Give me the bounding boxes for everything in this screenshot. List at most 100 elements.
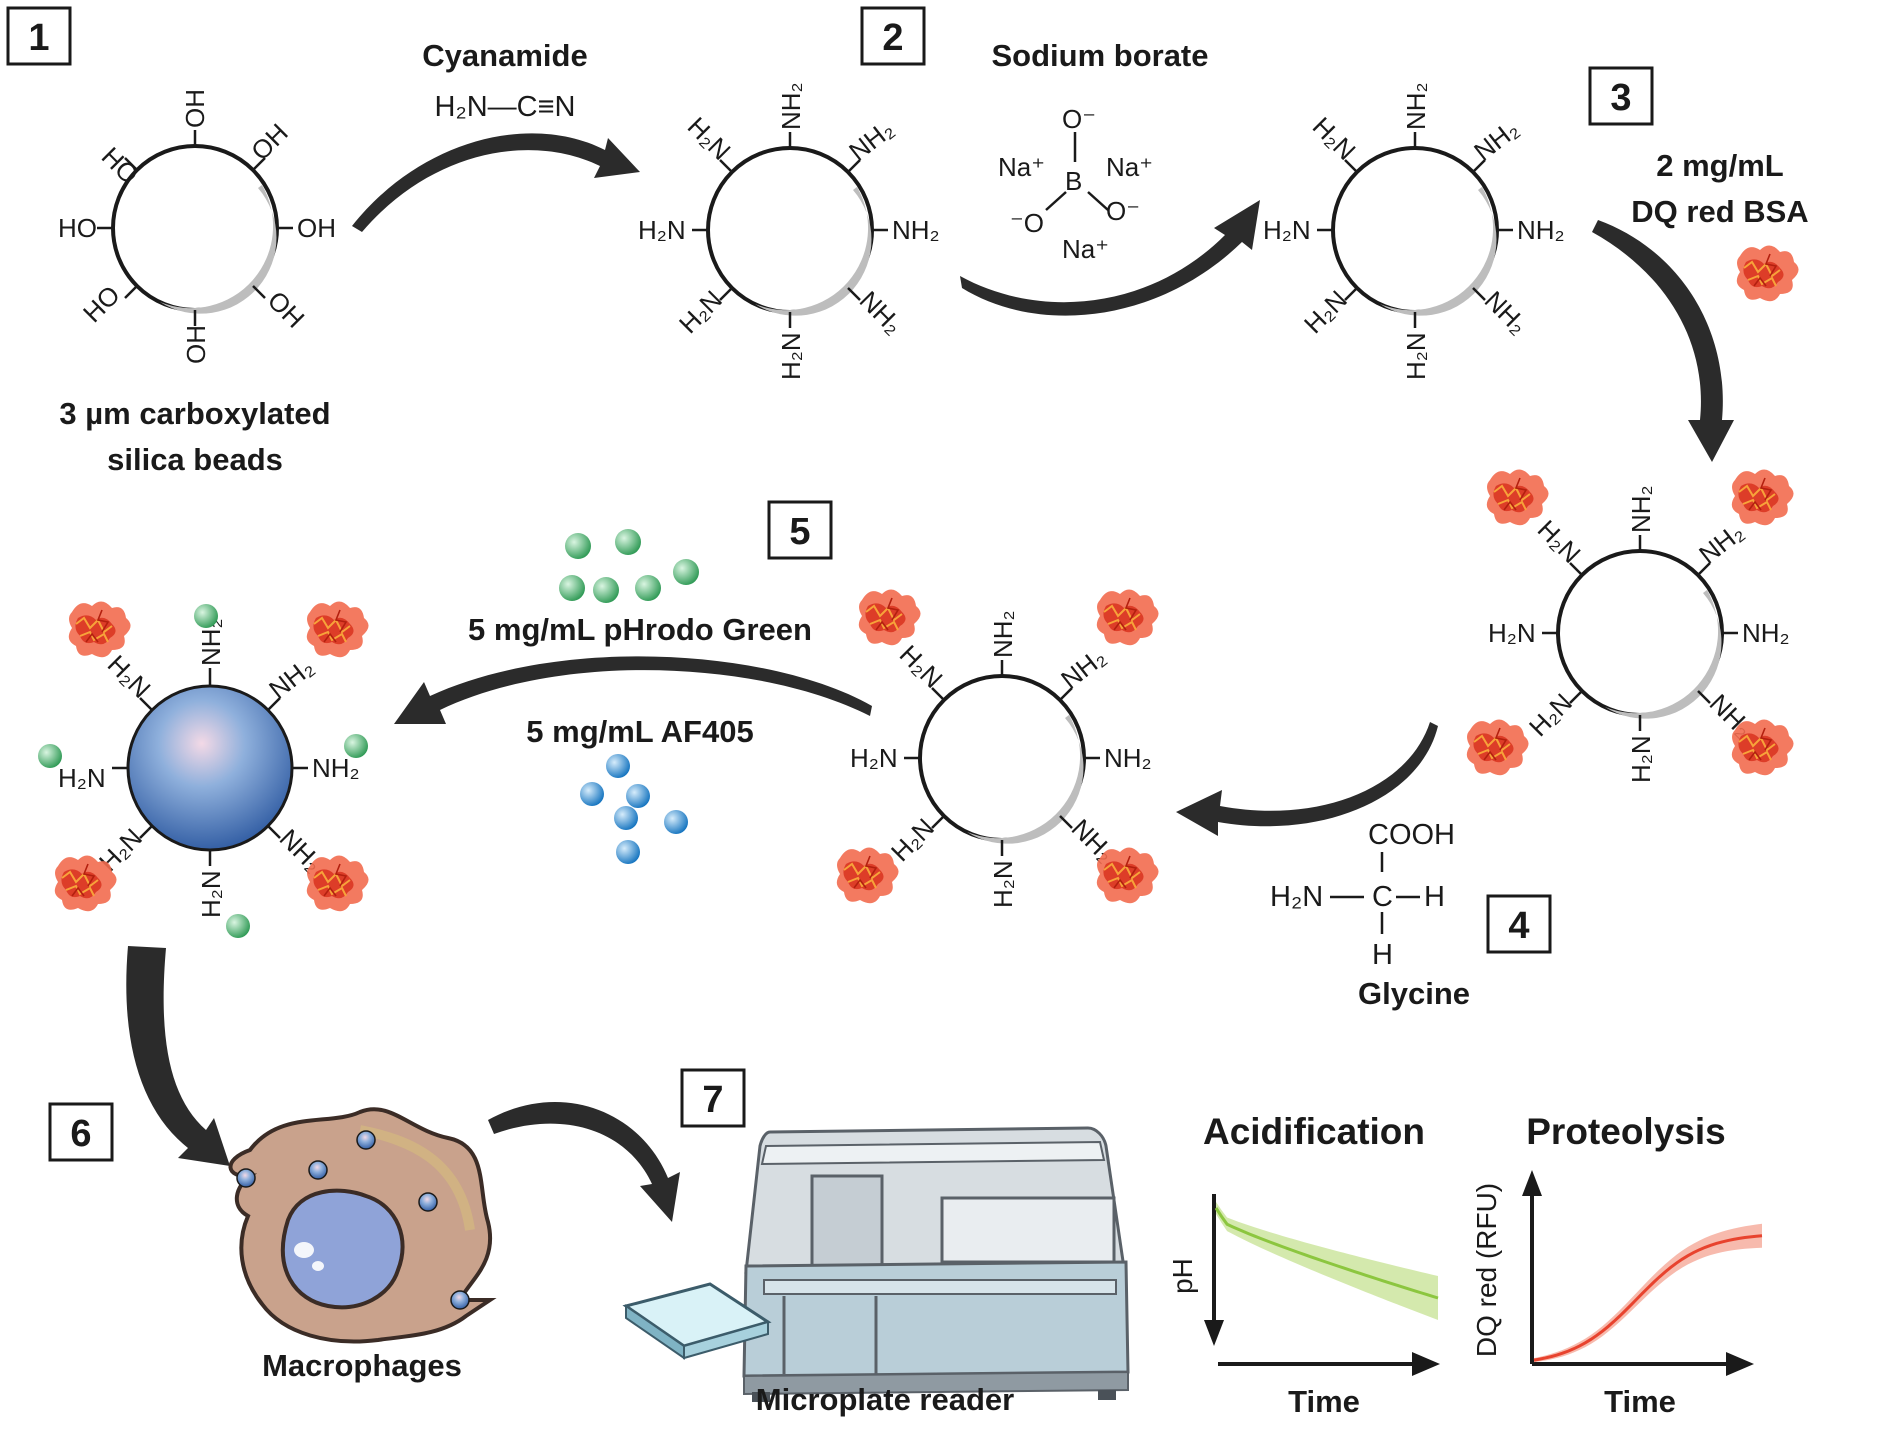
proteolysis-ylabel: DQ red (RFU) (1471, 1183, 1502, 1357)
sodium-ion: Na⁺ (1106, 152, 1153, 182)
borate-o-right: O⁻ (1106, 196, 1140, 226)
protein-icon (835, 846, 900, 905)
af405-label: 5 mg/mL AF405 (526, 714, 753, 749)
acidification-title: Acidification (1203, 1111, 1425, 1152)
step-box-3: 3 (1588, 66, 1654, 126)
borate-o-left: ⁻O (1010, 208, 1044, 238)
protein-icon (1485, 468, 1550, 527)
proteolysis-chart: Proteolysis DQ red (RFU) Time (1471, 1111, 1763, 1419)
arrow-step1-to-step2 (352, 133, 640, 232)
sodium-ion: Na⁺ (1062, 234, 1109, 264)
step-number-2: 2 (882, 17, 903, 59)
nh2-group: NH₂ (1401, 82, 1431, 130)
beads-label-line2: silica beads (107, 442, 283, 477)
protein-icon (305, 854, 370, 913)
borate-b: B (1065, 166, 1082, 196)
nh2-group: NH₂ (1479, 285, 1534, 340)
h2n-group: H₂N (885, 812, 940, 867)
microplate (622, 1282, 772, 1360)
oh-group: OH (262, 285, 311, 334)
step-number-3: 3 (1610, 77, 1631, 119)
macrophages-label: Macrophages (262, 1348, 462, 1383)
acidification-xlabel: Time (1288, 1384, 1360, 1419)
nh2-group: NH₂ (1468, 114, 1524, 167)
glycine-h-right: H (1424, 881, 1445, 913)
step-number-5: 5 (789, 511, 810, 553)
h2n-group: H₂N (894, 639, 949, 694)
h2n-group: H₂N (1298, 284, 1353, 339)
bead-amine-step3: NH₂ NH₂ NH₂ NH₂ H₂N H₂N H₂N H₂N (1263, 82, 1565, 380)
step-number-7: 7 (702, 1079, 723, 1121)
h2n-group: H₂N (196, 870, 226, 918)
proteolysis-curve (1533, 1234, 1763, 1362)
protein-icon (857, 588, 922, 647)
microplate-reader (622, 1126, 1130, 1402)
green-dye-dot (226, 914, 250, 938)
h2n-group: H₂N (673, 284, 728, 339)
bead-protein-coated: NH₂ NH₂ NH₂ NH₂ H₂N H₂N H₂N H₂N (1465, 468, 1795, 783)
arrow-step3-to-step3b (1592, 220, 1734, 462)
protein-icon (53, 854, 118, 913)
oh-group: OH (181, 325, 211, 364)
protein-icon (1095, 588, 1160, 647)
green-dye-dot (194, 604, 218, 628)
arrow-step5-to-step6 (126, 946, 230, 1166)
nh2-group: NH₂ (843, 114, 899, 167)
nh2-group: NH₂ (776, 82, 806, 130)
ho-group: HO (77, 279, 126, 328)
h2n-group: H₂N (1263, 215, 1311, 245)
arrow-step3b-to-step4 (1176, 722, 1438, 836)
glycine-c: C (1372, 881, 1393, 913)
borate-o-top: O⁻ (1062, 104, 1096, 134)
h2n-group: H₂N (58, 763, 106, 793)
step-box-5: 5 (767, 500, 833, 560)
green-dye-dot (344, 734, 368, 758)
arrow-step6-to-step7 (488, 1102, 680, 1222)
step-box-6: 6 (48, 1102, 114, 1162)
h2n-group: H₂N (1532, 514, 1587, 569)
oh-group: OH (180, 89, 210, 128)
oh-group: OH (297, 213, 336, 243)
h2n-group: H₂N (1307, 111, 1362, 166)
h2n-group: H₂N (776, 332, 806, 380)
green-dye-dot (38, 744, 62, 768)
glycine-label: Glycine (1358, 976, 1470, 1011)
h2n-group: H₂N (1488, 618, 1536, 648)
sodium-ion: Na⁺ (998, 152, 1045, 182)
step-number-1: 1 (28, 17, 49, 59)
glycine-h2n: H₂N (1270, 881, 1323, 913)
step-box-4: 4 (1486, 894, 1552, 954)
glycine-structure: COOH H₂N C H H (1270, 819, 1455, 971)
protein-icon (1095, 846, 1160, 905)
nh2-group: NH₂ (854, 285, 909, 340)
nh2-group: NH₂ (1742, 618, 1790, 648)
step-number-6: 6 (70, 1113, 91, 1155)
nh2-group: NH₂ (1104, 743, 1152, 773)
protein-icon (67, 600, 132, 659)
arrow-step4-to-step5 (394, 656, 872, 724)
arrow-step2-to-step3 (960, 200, 1260, 316)
nh2-group: NH₂ (1055, 642, 1111, 695)
acidification-ylabel: pH (1167, 1258, 1198, 1294)
acidification-curve (1214, 1207, 1439, 1300)
nh2-group: NH₂ (892, 215, 940, 245)
proteolysis-curve-band (1534, 1223, 1762, 1363)
h2n-group: H₂N (1523, 687, 1578, 742)
af405-blue-dye-cluster (580, 754, 688, 864)
phrodo-green-dye-cluster (559, 529, 699, 603)
h2n-group: H₂N (850, 743, 898, 773)
nh2-group: NH₂ (1693, 517, 1749, 570)
nh2-group: NH₂ (988, 610, 1018, 658)
protein-icon (1735, 244, 1800, 303)
nh2-group: NH₂ (263, 652, 319, 705)
step-box-1: 1 (6, 6, 72, 66)
dq-bsa-label-line2: DQ red BSA (1631, 194, 1808, 229)
macrophage-cell (228, 1107, 497, 1344)
proteolysis-xlabel: Time (1604, 1384, 1676, 1419)
phrodo-green-label: 5 mg/mL pHrodo Green (468, 612, 812, 647)
cyanamide-label: Cyanamide (422, 38, 587, 73)
dq-bsa-label-line1: 2 mg/mL (1656, 148, 1783, 183)
nh2-group: NH₂ (1626, 485, 1656, 533)
bead-hydroxyl: OH OH OH OH OH HO HO HO (58, 89, 336, 364)
